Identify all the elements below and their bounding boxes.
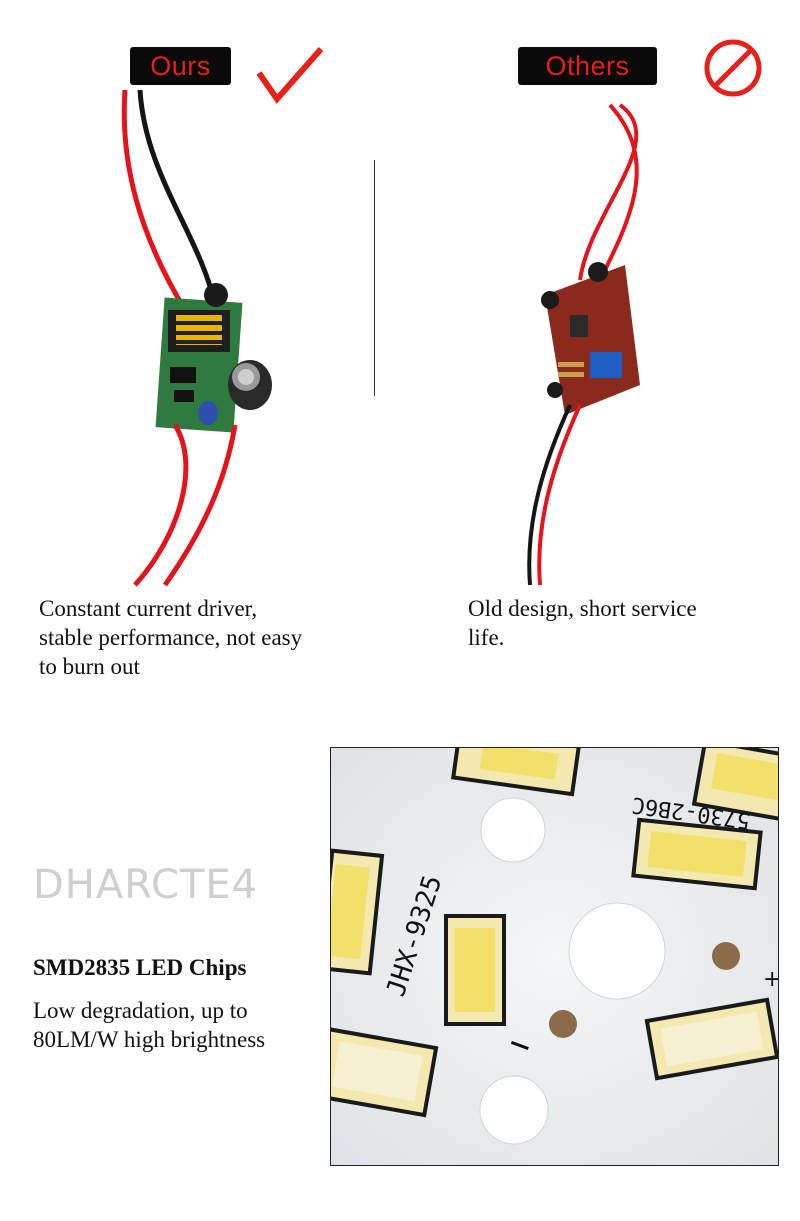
check-mark-icon	[256, 47, 324, 104]
others-caption-line: life.	[468, 625, 505, 650]
others-driver-image	[527, 103, 640, 586]
others-tag: Others	[518, 47, 657, 85]
ours-caption-line: Constant current driver,	[39, 596, 258, 621]
feature-description-line: 80LM/W high brightness	[33, 1027, 266, 1052]
ours-caption-line: stable performance, not easy	[39, 625, 303, 650]
comparison-divider	[374, 160, 375, 396]
ours-caption-line: to burn out	[39, 654, 140, 679]
others-caption: Old design, short service life.	[468, 594, 768, 652]
prohibited-icon	[704, 39, 762, 97]
led-chip	[450, 748, 582, 797]
led-board-photo: JHX-9325 5730-2B6C +	[330, 747, 779, 1166]
others-caption-line: Old design, short service	[468, 596, 697, 621]
brand-watermark: DHARCTE4	[33, 862, 259, 908]
ours-driver-image	[121, 89, 272, 587]
led-board-image: JHX-9325 5730-2B6C +	[331, 748, 779, 1165]
ours-caption: Constant current driver, stable performa…	[39, 594, 369, 681]
feature-title: SMD2835 LED Chips	[33, 955, 247, 980]
feature-description: Low degradation, up to 80LM/W high brigh…	[33, 996, 323, 1054]
feature-description-line: Low degradation, up to	[33, 998, 248, 1023]
ours-tag: Ours	[130, 47, 231, 85]
polarity-mark: +	[763, 967, 779, 992]
